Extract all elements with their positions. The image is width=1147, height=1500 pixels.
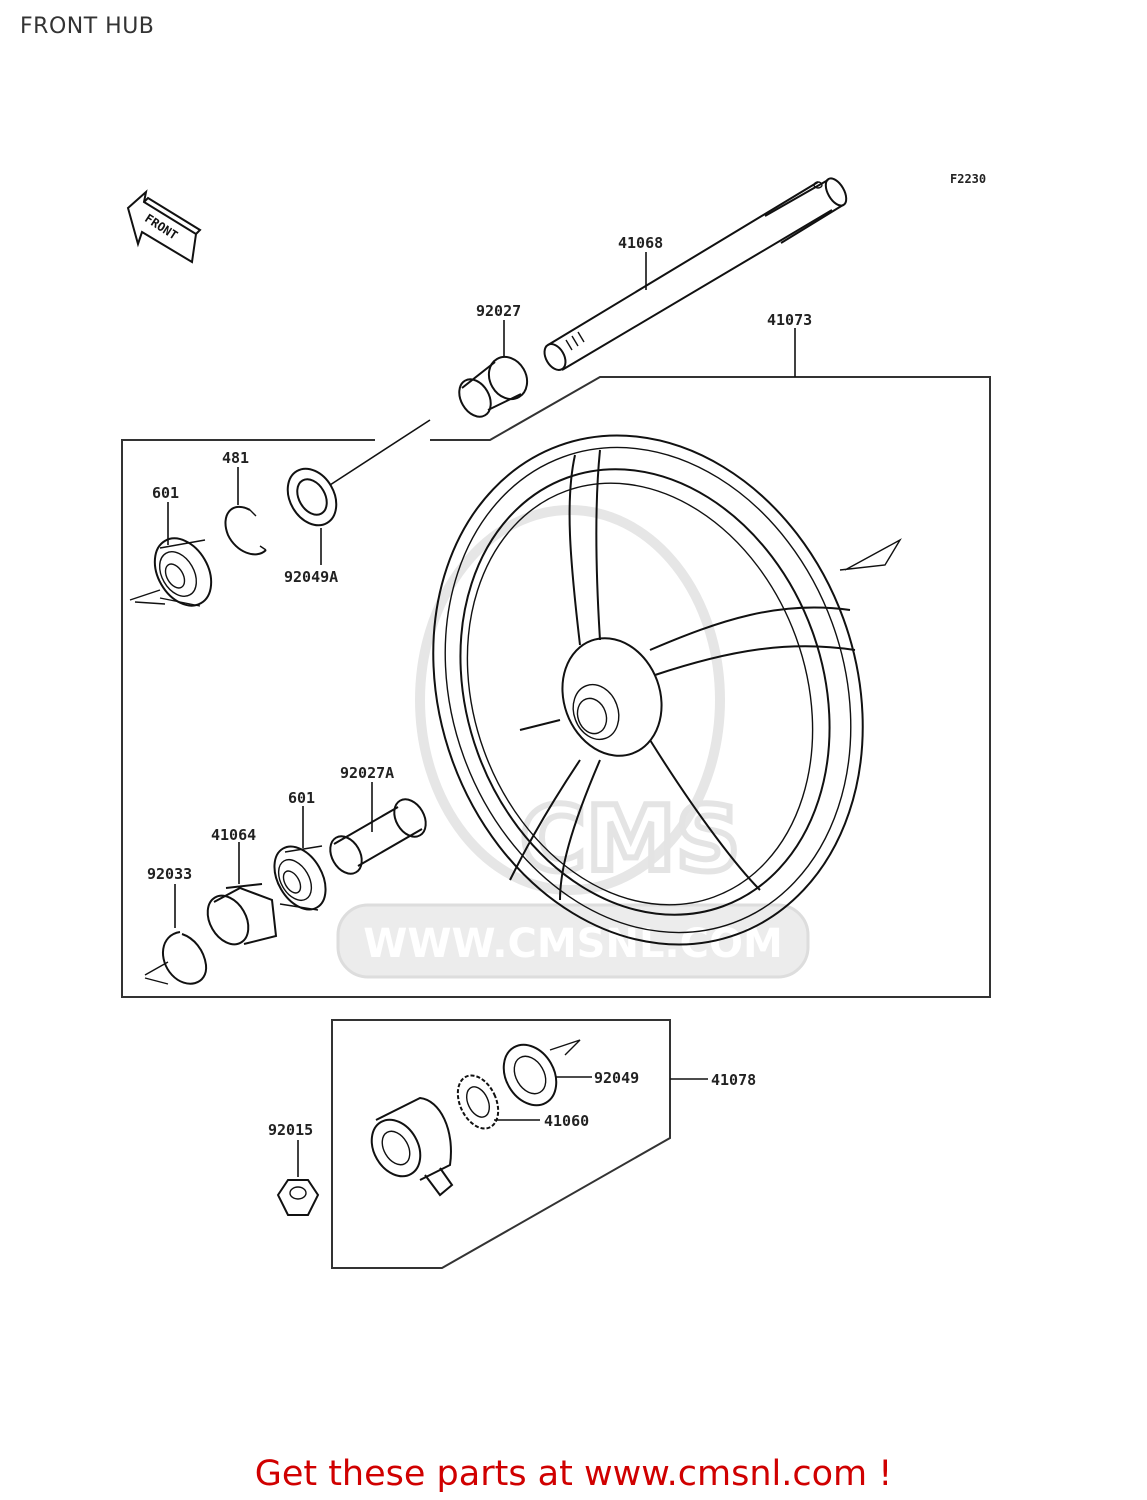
front-axle-part xyxy=(543,177,848,371)
label-92027A: 92027A xyxy=(340,764,394,782)
label-92027: 92027 xyxy=(476,302,521,320)
oil-seal-92049A-part xyxy=(286,467,338,527)
front-wheel-part xyxy=(432,434,902,946)
bearing-601-top-part xyxy=(129,537,213,607)
wheel-assembly-frame xyxy=(121,376,991,998)
label-41068: 41068 xyxy=(618,234,663,252)
figure-code: F2230 xyxy=(950,172,986,186)
cmsnl-watermark: WWW.CMSNL.COM CMS xyxy=(336,505,810,979)
label-92015: 92015 xyxy=(268,1121,313,1139)
label-41073: 41073 xyxy=(767,311,812,329)
collar-41064-part xyxy=(206,883,278,946)
leader-lines xyxy=(167,252,796,1177)
watermark-text: WWW.CMSNL.COM xyxy=(363,921,783,967)
collar-92027A-part xyxy=(329,798,427,875)
circlip-92033-part xyxy=(144,931,208,985)
axle-nut-92015-part xyxy=(276,1179,320,1216)
label-41064: 41064 xyxy=(211,826,256,844)
label-92033: 92033 xyxy=(147,865,192,883)
page-title: FRONT HUB xyxy=(20,14,155,39)
gear-41060-part xyxy=(456,1074,500,1130)
bearing-601-bottom-part xyxy=(273,845,327,911)
label-601-bottom: 601 xyxy=(288,789,315,807)
collar-92027-part xyxy=(329,355,529,486)
label-481: 481 xyxy=(222,449,249,467)
meter-gear-housing-part xyxy=(370,1096,454,1197)
circlip-481-part xyxy=(224,505,267,556)
label-41060: 41060 xyxy=(544,1112,589,1130)
front-arrow-icon: FRONT xyxy=(126,189,202,264)
label-601-top: 601 xyxy=(152,484,179,502)
label-92049: 92049 xyxy=(594,1069,639,1087)
meter-gear-assembly-frame xyxy=(331,1019,671,1269)
label-41078: 41078 xyxy=(711,1071,756,1089)
footer-promo-text: Get these parts at www.cmsnl.com ! xyxy=(254,1454,893,1494)
label-92049A: 92049A xyxy=(284,568,338,586)
watermark-logo: CMS xyxy=(520,787,740,892)
oil-seal-92049-part xyxy=(502,1039,581,1107)
